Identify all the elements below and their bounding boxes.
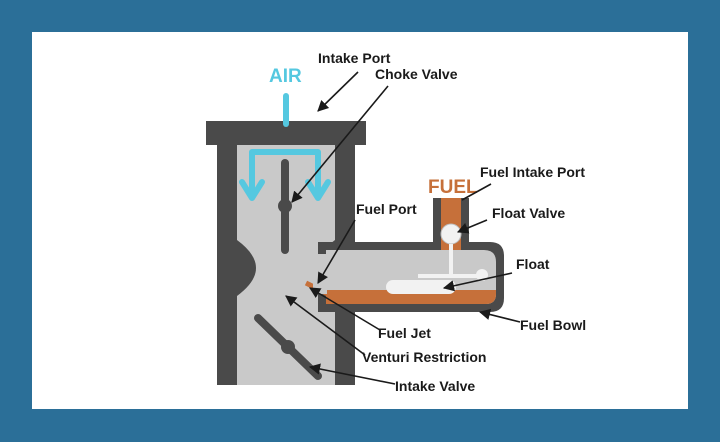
air-arrowhead-left bbox=[239, 179, 265, 201]
air-arrow-right bbox=[283, 149, 321, 193]
leader-fuel-bowl bbox=[478, 309, 521, 323]
label-intake-valve: Intake Valve bbox=[395, 378, 475, 394]
air-flow-arrows bbox=[239, 93, 331, 201]
leader-float bbox=[442, 272, 513, 292]
label-fuel-intake-port: Fuel Intake Port bbox=[480, 164, 585, 180]
leader-fuel-intake-port bbox=[461, 183, 492, 201]
air-arrowhead-right bbox=[305, 179, 331, 201]
label-intake-port: Intake Port bbox=[318, 50, 391, 66]
label-fuel-jet: Fuel Jet bbox=[378, 325, 431, 341]
float bbox=[386, 280, 456, 294]
choke-valve bbox=[278, 159, 292, 254]
leader-choke-valve bbox=[291, 85, 389, 203]
leader-lines bbox=[285, 71, 521, 385]
air-arrow-left bbox=[249, 149, 289, 193]
leader-venturi bbox=[285, 295, 366, 356]
diagram-panel bbox=[32, 32, 688, 409]
float-valve-ball bbox=[440, 223, 462, 245]
float-pivot bbox=[476, 269, 488, 281]
fuel-port-opening bbox=[313, 254, 327, 294]
label-fuel-port: Fuel Port bbox=[356, 201, 417, 217]
venturi-left bbox=[237, 240, 256, 296]
fuel-level bbox=[326, 290, 496, 304]
leader-intake-valve bbox=[308, 363, 396, 385]
leader-float-valve bbox=[456, 219, 488, 234]
leader-intake-port bbox=[317, 71, 359, 112]
label-fuel-bowl: Fuel Bowl bbox=[520, 317, 586, 333]
label-choke-valve: Choke Valve bbox=[375, 66, 458, 82]
choke-pivot bbox=[278, 199, 292, 213]
fuel-bowl bbox=[318, 198, 504, 312]
fuel-label: FUEL bbox=[428, 177, 478, 198]
label-float-valve: Float Valve bbox=[492, 205, 565, 221]
intake-valve bbox=[254, 314, 322, 380]
leader-fuel-port bbox=[317, 219, 356, 284]
air-label: AIR bbox=[269, 66, 302, 87]
leader-fuel-jet bbox=[309, 287, 381, 331]
label-venturi-restriction: Venturi Restriction bbox=[362, 349, 486, 365]
throttle-pivot bbox=[281, 340, 295, 354]
label-float: Float bbox=[516, 256, 550, 272]
